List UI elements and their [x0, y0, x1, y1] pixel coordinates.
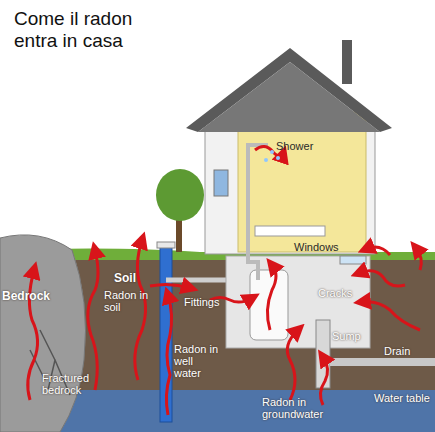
- callout-label: Cracks: [318, 287, 378, 299]
- roof: [186, 48, 392, 132]
- callout-label: Fittings: [184, 296, 244, 308]
- well-pipe: [160, 246, 172, 422]
- layer-label: Water table: [374, 392, 434, 404]
- bathtub: [255, 226, 325, 236]
- bedrock-rock: [0, 235, 86, 432]
- room-interior: [238, 112, 366, 252]
- callout-label: Radon in groundwater: [262, 396, 352, 420]
- well-cap: [157, 242, 175, 248]
- basement-window: [340, 256, 366, 264]
- callout-label: Shower: [276, 140, 336, 152]
- layer-label: Soil: [114, 272, 154, 284]
- window: [214, 170, 228, 196]
- callout-label: Drain: [384, 345, 434, 357]
- callout-label: Fractured bedrock: [42, 372, 104, 396]
- chimney: [342, 40, 352, 84]
- shower-pipe: [248, 145, 268, 280]
- roof-face: [198, 62, 380, 132]
- title: Come il radon entra in casa: [14, 8, 164, 52]
- callout-label: Windows: [294, 241, 354, 253]
- callout-label: Radon in well water: [174, 343, 220, 379]
- tree-crown: [156, 169, 204, 221]
- callout-label: Radon in soil: [104, 289, 152, 313]
- radon-arrows: [28, 146, 422, 415]
- drain-pipe: [330, 358, 435, 366]
- callout-label: Sump: [332, 330, 382, 342]
- layer-label: Bedrock: [2, 290, 72, 302]
